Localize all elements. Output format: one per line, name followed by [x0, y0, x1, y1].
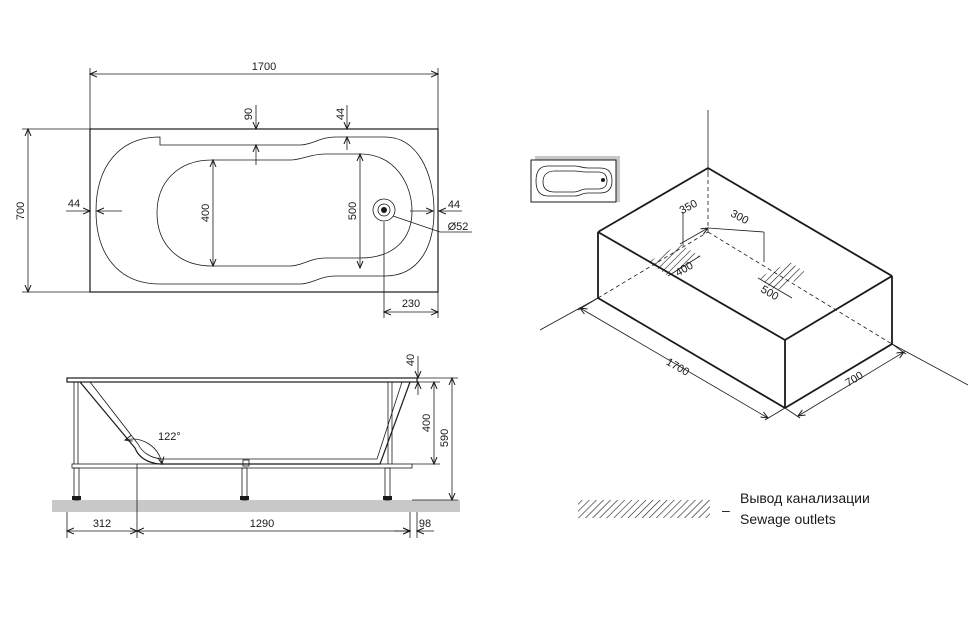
sewage-outlet-zone-2 [758, 262, 808, 291]
dim-drain-diameter: Ø52 [448, 221, 469, 233]
dim-width-top: 700 [15, 202, 27, 220]
tub-body-inner-profile [89, 381, 403, 460]
dim-rim-left: 44 [68, 198, 80, 210]
dim-leg-span: 1290 [250, 518, 274, 530]
legend-hatch-swatch [578, 500, 710, 518]
iso-dim-length: 1700 [664, 356, 691, 379]
iso-dim-300: 300 [728, 208, 750, 227]
dim-rim-top-left: 90 [243, 108, 255, 120]
drain-center [381, 207, 387, 213]
drain-inner [377, 203, 391, 217]
tub-rim-side [66, 377, 418, 383]
isometric-view: 350 300 400 500 1700 700 [539, 110, 969, 421]
dim-total-height: 590 [439, 429, 451, 447]
floor [52, 500, 460, 512]
basin-inner-contour [156, 153, 413, 267]
angle-arc [125, 439, 162, 464]
bathtub-volume-box [597, 167, 893, 409]
dim-rim-right: 44 [448, 199, 460, 211]
top-view-thumbnail [530, 156, 620, 203]
dim-depth: 400 [421, 414, 433, 432]
dim-drain-offset: 230 [402, 298, 420, 310]
angle-label: 122° [158, 431, 181, 443]
dim-right-leg: 98 [419, 518, 431, 530]
top-view: 1700 700 44 44 90 44 400 500 230 [15, 61, 472, 318]
dim-rim-top-right: 44 [335, 108, 347, 120]
iso-dim-350: 350 [678, 198, 700, 217]
dim-inner-wide: 500 [347, 202, 359, 220]
tub-body-profile [79, 381, 411, 465]
iso-dim-width: 700 [843, 370, 865, 390]
legend-label-ru: Вывод канализации [740, 490, 870, 506]
legend-label-en: Sewage outlets [740, 511, 836, 527]
dim-inner-narrow: 400 [200, 204, 212, 222]
dim-left-leg: 312 [93, 518, 111, 530]
dim-rim-height: 40 [405, 354, 417, 366]
legend: – Вывод канализации Sewage outlets [578, 490, 870, 527]
drain-stub [242, 459, 250, 467]
side-view: 122° 40 400 590 312 1290 98 [52, 354, 460, 538]
support-legs [72, 382, 393, 501]
legend-separator: – [722, 502, 730, 518]
dim-length-top: 1700 [252, 61, 276, 73]
sewage-outlet-zone-1 [648, 244, 700, 276]
drain-outer [372, 198, 396, 222]
